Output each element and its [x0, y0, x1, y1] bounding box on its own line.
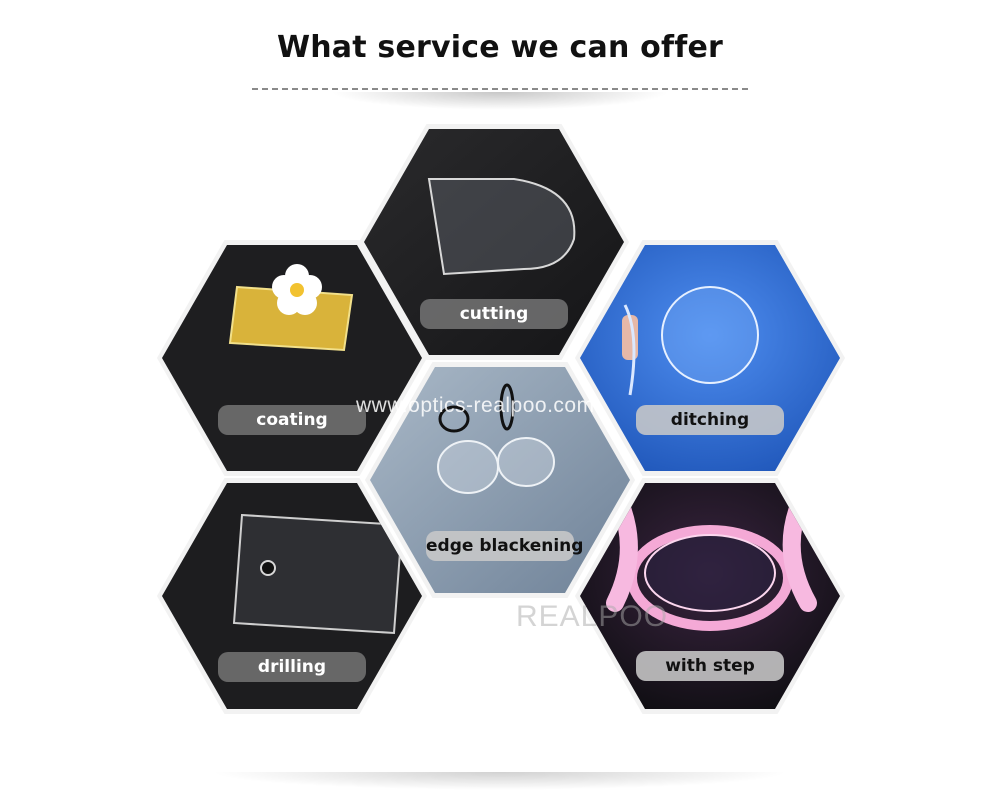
service-label-with-step: with step	[636, 651, 784, 681]
service-label-drilling: drilling	[218, 652, 366, 682]
title-shadow	[330, 92, 670, 110]
service-label-cutting: cutting	[420, 299, 568, 329]
service-label-edge-blackening: edge blackening	[426, 531, 583, 561]
title-divider	[252, 88, 748, 90]
watermark-url: www.optics-realpoo.com	[356, 394, 595, 417]
service-hex-drilling[interactable]: drilling	[162, 483, 422, 709]
page-title: What service we can offer	[276, 30, 724, 65]
service-hex-with-step[interactable]: with step	[580, 483, 840, 709]
bottom-shadow	[210, 772, 790, 790]
service-hex-ditching[interactable]: ditching	[580, 245, 840, 471]
service-label-ditching: ditching	[636, 405, 784, 435]
watermark-brand: REALPOO	[516, 600, 669, 633]
ditching-image	[580, 245, 840, 471]
service-label-coating: coating	[218, 405, 366, 435]
